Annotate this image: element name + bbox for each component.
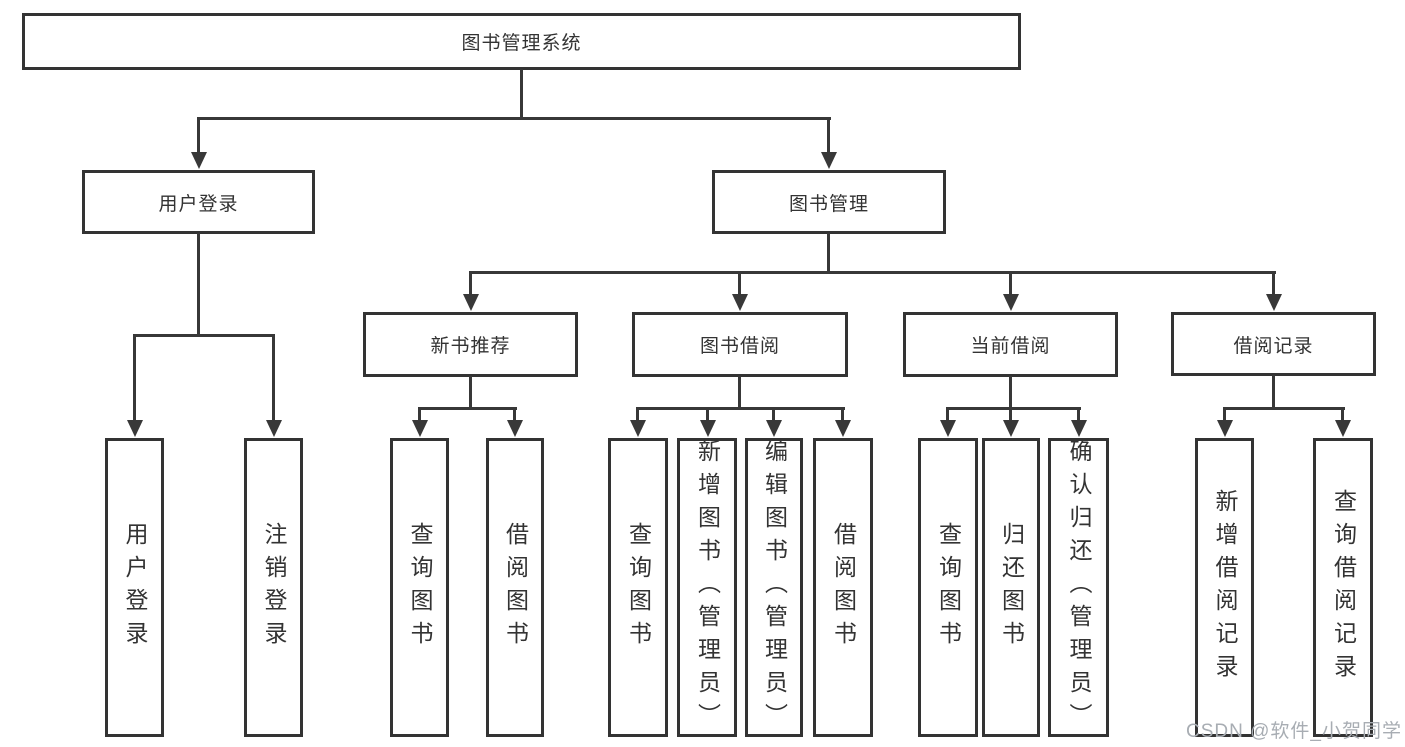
node-user-login: 用户登录 xyxy=(82,170,315,234)
leaf-borrowing-query-books: 查询图书 xyxy=(608,438,668,737)
leaf-borrowing-edit-books-label: 编辑图书（管理员） xyxy=(761,439,788,736)
leaf-records-query-record: 查询借阅记录 xyxy=(1313,438,1373,737)
leaf-user-login-label: 用户登录 xyxy=(122,521,148,654)
connector-book-management-stem xyxy=(827,233,830,274)
arrow-to-records-add xyxy=(1216,407,1233,437)
leaf-current-query-books: 查询图书 xyxy=(918,438,978,737)
connector-user-login-stem xyxy=(197,233,200,335)
arrow-to-newbooks-query xyxy=(411,407,428,437)
node-new-book-recommend: 新书推荐 xyxy=(363,312,578,377)
connector-borrowing-stem xyxy=(738,376,741,409)
leaf-current-query-books-label: 查询图书 xyxy=(935,521,962,654)
connector-level2-rail xyxy=(469,271,1276,274)
watermark-text: CSDN @软件_小贺同学 xyxy=(1186,721,1402,742)
leaf-newbooks-borrow-books-label: 借阅图书 xyxy=(502,521,529,654)
node-current-borrowing-label: 当前借阅 xyxy=(970,336,1051,357)
node-book-borrowing: 图书借阅 xyxy=(632,312,848,377)
arrow-to-borrowing-query xyxy=(629,407,646,437)
arrow-to-leaf-logout xyxy=(265,334,282,437)
arrow-to-leaf-user-login xyxy=(126,334,143,437)
leaf-logout: 注销登录 xyxy=(244,438,303,737)
leaf-newbooks-query-books-label: 查询图书 xyxy=(407,521,433,654)
arrow-to-new-book-recommend xyxy=(462,271,479,311)
leaf-borrowing-add-books: 新增图书（管理员） xyxy=(677,438,737,737)
arrow-to-current-borrowing xyxy=(1002,271,1019,311)
connector-newbooks-rail xyxy=(418,407,517,410)
leaf-current-return-books: 归还图书 xyxy=(982,438,1040,737)
arrow-to-user-login xyxy=(190,117,207,169)
connector-root-stem xyxy=(520,69,523,118)
node-book-management-label: 图书管理 xyxy=(788,193,869,215)
leaf-records-query-record-label: 查询借阅记录 xyxy=(1330,488,1357,687)
node-book-management: 图书管理 xyxy=(712,170,946,234)
leaf-current-return-books-label: 归还图书 xyxy=(998,521,1025,654)
leaf-borrowing-query-books-label: 查询图书 xyxy=(625,521,652,654)
arrow-to-current-return xyxy=(1002,407,1019,437)
connector-records-stem xyxy=(1272,375,1275,409)
leaf-records-add-record-label: 新增借阅记录 xyxy=(1212,488,1238,687)
node-borrowing-records: 借阅记录 xyxy=(1171,312,1376,376)
node-borrowing-records-label: 借阅记录 xyxy=(1233,335,1314,357)
arrow-to-book-borrowing xyxy=(731,271,748,311)
node-new-book-recommend-label: 新书推荐 xyxy=(430,336,511,357)
arrow-to-current-confirm xyxy=(1070,407,1087,437)
connector-newbooks-stem xyxy=(469,376,472,409)
leaf-user-login: 用户登录 xyxy=(105,438,164,737)
connector-user-login-rail xyxy=(133,334,275,337)
leaf-logout-label: 注销登录 xyxy=(261,521,287,654)
leaf-borrowing-edit-books: 编辑图书（管理员） xyxy=(745,438,803,737)
leaf-newbooks-borrow-books: 借阅图书 xyxy=(486,438,544,737)
leaf-borrowing-add-books-label: 新增图书（管理员） xyxy=(694,439,721,736)
node-user-login-label: 用户登录 xyxy=(158,193,239,215)
arrow-to-newbooks-borrow xyxy=(506,407,523,437)
connector-borrowing-rail xyxy=(636,407,845,410)
node-root: 图书管理系统 xyxy=(22,13,1021,70)
leaf-records-add-record: 新增借阅记录 xyxy=(1195,438,1254,737)
node-current-borrowing: 当前借阅 xyxy=(903,312,1118,377)
arrow-to-records-query xyxy=(1334,407,1351,437)
arrow-to-borrowing-edit xyxy=(765,407,782,437)
leaf-borrowing-borrow-books: 借阅图书 xyxy=(813,438,873,737)
arrow-to-borrowing-add xyxy=(699,407,716,437)
arrow-to-book-management xyxy=(820,117,837,169)
leaf-current-confirm-return-label: 确认归还（管理员） xyxy=(1066,439,1092,736)
leaf-newbooks-query-books: 查询图书 xyxy=(390,438,449,737)
node-root-label: 图书管理系统 xyxy=(461,33,582,54)
connector-current-stem xyxy=(1009,376,1012,409)
arrow-to-borrowing-records xyxy=(1265,271,1282,311)
connector-current-rail xyxy=(946,407,1081,410)
arrow-to-current-query xyxy=(939,407,956,437)
arrow-to-borrowing-borrow xyxy=(834,407,851,437)
node-book-borrowing-label: 图书借阅 xyxy=(699,336,780,357)
leaf-borrowing-borrow-books-label: 借阅图书 xyxy=(830,521,857,654)
connector-records-rail xyxy=(1223,407,1345,410)
connector-level1-rail xyxy=(198,117,831,120)
leaf-current-confirm-return: 确认归还（管理员） xyxy=(1048,438,1109,737)
